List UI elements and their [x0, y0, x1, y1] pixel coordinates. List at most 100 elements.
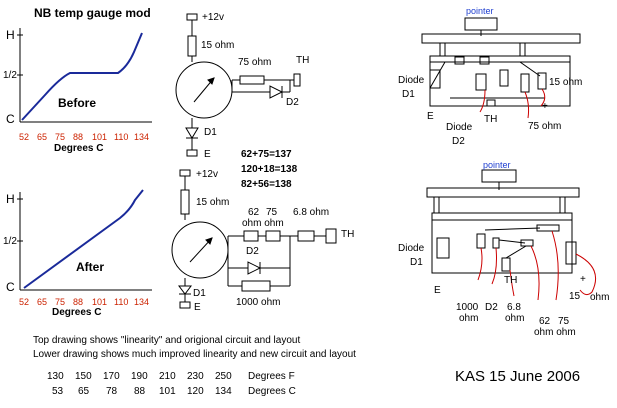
diode-d1: [178, 285, 192, 295]
graph-after-tick: 88: [73, 297, 84, 307]
celsius-value: 88: [134, 386, 146, 397]
layout-r75: [520, 73, 530, 93]
wire: [429, 61, 446, 89]
celsius-value: 134: [215, 386, 232, 397]
graph-before-label-half: 1/2: [3, 70, 17, 81]
sum-line: 120+18=138: [241, 164, 298, 175]
wire: [519, 61, 541, 77]
sender-th: [325, 228, 337, 244]
resistor-75: [239, 75, 265, 85]
resistor-1000: [241, 280, 271, 292]
note-line: Lower drawing shows much improved linear…: [33, 349, 356, 360]
celsius-label: Degrees C: [248, 386, 296, 397]
layout-before: [421, 17, 581, 119]
pad: [454, 56, 465, 65]
fahrenheit-value: 230: [187, 371, 204, 382]
graph-before-tick: 110: [114, 132, 129, 142]
layout-th-label: TH: [504, 275, 518, 286]
gauge-needle-tip: [207, 77, 215, 85]
graph-before-tick: 134: [134, 132, 150, 142]
post: [519, 42, 526, 57]
diode-d2: [247, 261, 262, 275]
supply-label: +12v: [196, 169, 218, 180]
graph-before-x-label: Degrees C: [54, 143, 104, 154]
pointer-block: [464, 17, 498, 31]
graph-after-x-label: Degrees C: [52, 307, 102, 318]
terminal-supply: [186, 13, 198, 21]
layout-r62-75-unit: ohm ohm: [534, 327, 576, 338]
layout-r62-75: [536, 224, 560, 232]
sender-label: TH: [296, 55, 310, 66]
sender-th: [293, 73, 301, 87]
base-plate: [431, 212, 573, 274]
graph-after-tick: 52: [19, 297, 30, 307]
resistor-6-8: [297, 230, 315, 242]
layout-r1000-unit: ohm: [459, 313, 479, 324]
celsius-value: 101: [159, 386, 176, 397]
diode-d2: [269, 85, 284, 99]
diode-d2-label: D2: [246, 246, 259, 257]
layout-diode-2-label: Diode: [446, 122, 473, 133]
layout-r68-label: 6.8: [507, 302, 521, 313]
layout-d2-label: D2: [485, 302, 498, 313]
graph-before-caption: Before: [58, 96, 97, 110]
layout-plus-label: +: [580, 274, 586, 285]
layout-e-label: E: [427, 111, 434, 122]
graph-after-label-h: H: [6, 192, 15, 206]
graph-after-tick: 101: [92, 297, 108, 307]
layout-d2: [492, 237, 500, 249]
pad: [479, 56, 490, 65]
diode-d2-label: D2: [286, 97, 299, 108]
layout-r15-label: 15: [569, 291, 581, 302]
layout-d1-label: D1: [402, 89, 415, 100]
post: [559, 196, 566, 214]
graph-after-curve: [23, 189, 144, 289]
layout-diode-d2: [475, 73, 487, 91]
note-line: Top drawing shows "linearity" and origio…: [33, 335, 301, 346]
layout-diode-label: Diode: [398, 75, 425, 86]
red-lead: [575, 253, 596, 296]
layout-d1-label: D1: [410, 257, 423, 268]
fahrenheit-value: 250: [215, 371, 232, 382]
graph-before-curve: [21, 32, 143, 121]
layout-r75-label: 75: [558, 316, 570, 327]
graph-after-tick: 110: [114, 297, 129, 307]
post: [433, 196, 440, 214]
red-lead: [524, 91, 530, 119]
red-lead: [551, 230, 559, 301]
diode-d1-label: D1: [193, 288, 206, 299]
layout-th: [499, 69, 509, 87]
graph-after-label-half: 1/2: [3, 236, 17, 247]
wire: [505, 245, 527, 259]
resistor-75-label: 75 ohm: [238, 57, 272, 68]
layout-diode-d1: [429, 69, 441, 89]
circuit-after: [171, 169, 337, 309]
layout-diode-d1: [436, 237, 450, 259]
layout-r75-label: 75 ohm: [528, 121, 562, 132]
red-lead: [530, 245, 540, 301]
resistor-62-label: 62: [248, 207, 260, 218]
graph-after-tick: 75: [55, 297, 66, 307]
graph-before-tick: 75: [55, 132, 66, 142]
resistor-62: [243, 230, 259, 242]
post: [439, 42, 446, 57]
graph-before-label-c: C: [6, 112, 15, 126]
graph-before-label-h: H: [6, 28, 15, 42]
author-credit: KAS 15 June 2006: [455, 368, 581, 385]
fahrenheit-value: 150: [75, 371, 92, 382]
diode-d1-label: D1: [204, 127, 217, 138]
celsius-value: 78: [106, 386, 118, 397]
graph-before-tick: 88: [73, 132, 84, 142]
layout-th: [501, 257, 511, 272]
terminal-ground: [186, 149, 198, 157]
resistor-15-label: 15 ohm: [201, 40, 235, 51]
celsius-value: 65: [78, 386, 90, 397]
diagram-title: NB temp gauge mod: [34, 6, 151, 20]
graph-before-tick: 101: [92, 132, 108, 142]
layout-pointer-label: pointer: [483, 160, 511, 170]
red-lead: [477, 247, 483, 281]
resistor-15: [187, 35, 197, 57]
layout-r15: [565, 241, 577, 265]
red-lead: [540, 88, 546, 107]
